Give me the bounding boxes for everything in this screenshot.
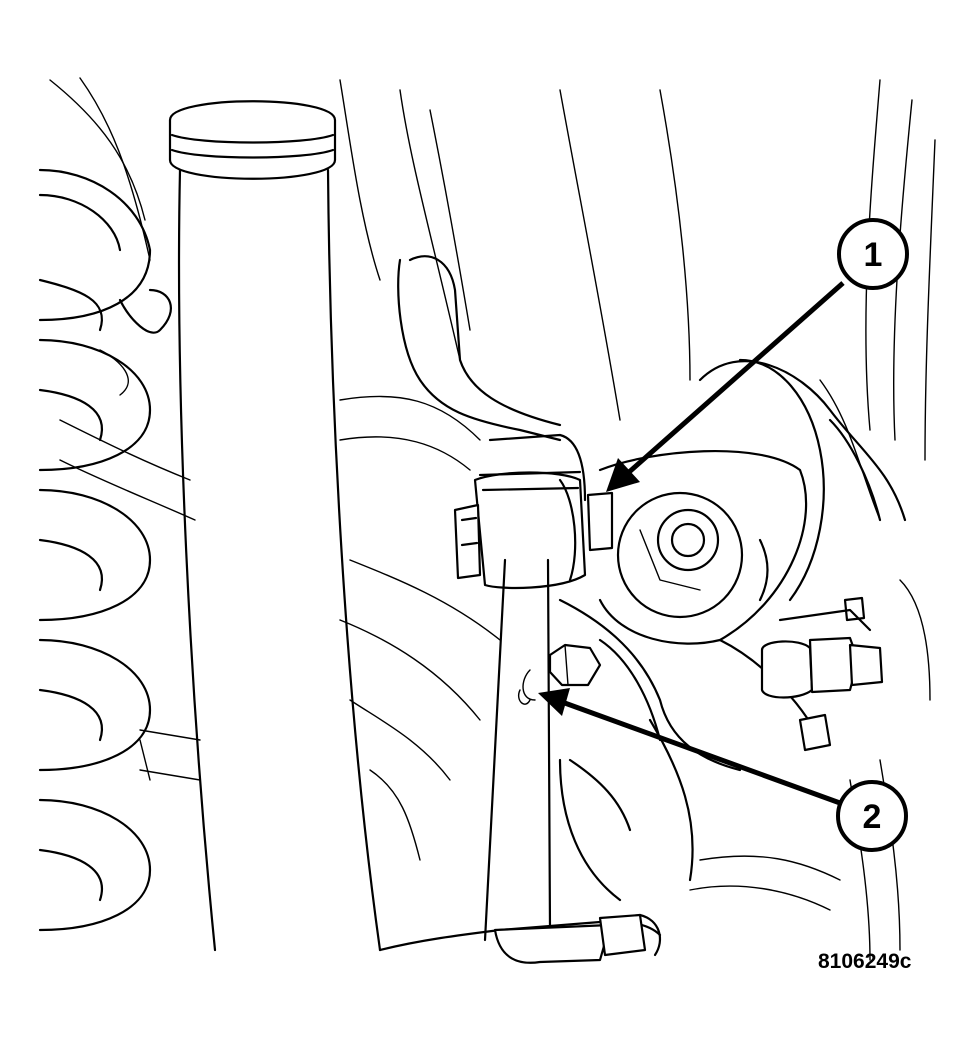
callout-1: 1 <box>837 218 909 290</box>
callout-1-arrowhead <box>606 458 640 492</box>
background-contours <box>49 77 936 961</box>
stabilizer-bar <box>397 255 587 502</box>
shock-absorber <box>168 100 382 952</box>
callout-2: 2 <box>836 780 908 852</box>
figure-id: 8106249c <box>818 950 912 973</box>
callout-2-arrowhead <box>538 688 570 716</box>
callout-2-label: 2 <box>863 798 882 836</box>
coil-spring <box>38 168 201 932</box>
bolts <box>548 596 884 752</box>
callout-1-label: 1 <box>864 236 883 274</box>
leader-lines <box>538 281 845 806</box>
lower-control-arm <box>378 913 662 964</box>
stabilizer-link <box>453 470 614 942</box>
